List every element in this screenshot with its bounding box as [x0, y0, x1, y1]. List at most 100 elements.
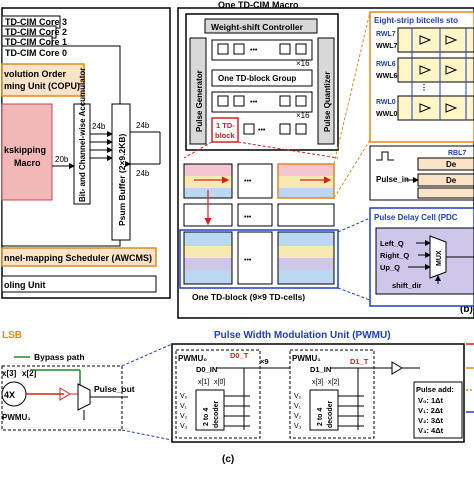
mux-in-up: Up_Q — [380, 263, 400, 272]
cell-border — [183, 231, 233, 285]
pulse-generator-label: Pulse Generator — [195, 70, 204, 132]
bitcell-title: Eight-strip bitcells sto — [374, 16, 458, 25]
stripe — [278, 188, 334, 198]
scheduler-label: nnel-mapping Scheduler (AWCMS) — [4, 253, 152, 263]
cell-r3c2 — [237, 231, 273, 285]
ellipsis-grid-1: ••• — [244, 178, 252, 185]
ellipsis-1: ••• — [250, 47, 258, 54]
one-td-block-line-2: block — [215, 131, 235, 140]
x2b-label: x[2] — [328, 379, 339, 386]
bitcell-dots: ⋮ — [420, 83, 428, 92]
weight-shift-label: Weight-shift Controller — [211, 22, 304, 32]
inverter-icon — [445, 103, 458, 113]
v1-left: V₁ — [180, 403, 188, 410]
wwl0-label: WWL0 — [376, 111, 397, 118]
td-block-mini-8 — [295, 95, 307, 107]
pwmu1b-label: PWMU₁ — [292, 354, 321, 363]
panel-b-label: (b) — [460, 304, 473, 315]
bus-24b-label-2: 24b — [136, 121, 150, 130]
core-0-label: TD-CIM Core 0 — [5, 48, 67, 58]
zoom-line-right — [237, 141, 339, 159]
v1-right: V₁ — [294, 403, 302, 410]
ellipsis-grid-2: ••• — [244, 214, 252, 221]
bus-24b-label-1: 24b — [92, 122, 106, 131]
scheduler-box — [1, 247, 157, 267]
copu-line-2: ming Unit (COPU) — [4, 81, 80, 91]
wwl6-label: WWL6 — [376, 73, 397, 80]
x0-label: x[0] — [214, 379, 225, 386]
pwmu1-frame — [289, 349, 375, 439]
pulse-out-label: Pulse_out — [94, 384, 135, 394]
td-block-mini-11 — [295, 123, 307, 135]
stripe — [278, 258, 334, 270]
pulse-waveform-icon — [376, 151, 394, 161]
decoder-left-line-1: 2 to 4 — [203, 408, 210, 426]
bus-24b-label-3: 24b — [136, 169, 150, 178]
pulse-in-label: Pulse_in — [376, 175, 409, 184]
zoom-pdc-top — [337, 217, 371, 233]
accumulator-box — [73, 103, 91, 205]
bitcell-row-7 — [397, 27, 474, 53]
ellipsis-3: ••• — [258, 127, 266, 134]
skipping-macro-box — [1, 103, 53, 201]
macro-title: One TD-CIM Macro — [218, 0, 299, 10]
panel-a: TD-CIM Core 3 TD-CIM Core 2 TD-CIM Core … — [1, 7, 171, 299]
rwl7-label: RWL7 — [376, 31, 396, 38]
td-block-group-label: One TD-block Group — [218, 74, 296, 83]
panel-b-frame — [177, 7, 474, 319]
decoder-right-line-2: decoder — [327, 400, 334, 428]
psum-buffer-box — [111, 103, 131, 241]
mux4-label: 4X — [4, 390, 15, 400]
psum-buffer-label: Psum Buffer (2×9.2KB) — [117, 133, 127, 226]
v2-right: V₂ — [294, 413, 302, 420]
x2-label: x[2] — [22, 369, 37, 378]
core-1-label: TD-CIM Core 1 — [5, 37, 67, 47]
mux-shape — [429, 235, 447, 279]
decoder-right-line-1: 2 to 4 — [317, 408, 324, 426]
td-block-mini-9 — [243, 123, 255, 135]
td-block-mini-10 — [279, 123, 291, 135]
delay-label-2: De — [446, 176, 457, 185]
v0-left: V₀ — [180, 393, 188, 400]
pwmu-title: Pulse Width Modulation Unit (PWMU) — [214, 330, 391, 341]
panel-c-label: (c) — [222, 454, 234, 465]
skipping-macro-line-1: kskipping — [4, 145, 46, 155]
zoom-pwmu-bottom — [121, 429, 173, 441]
pulse-add-title: Pulse add: — [416, 385, 454, 394]
rwl0-label: RWL0 — [376, 99, 396, 106]
bus-20b-label: 20b — [55, 155, 69, 164]
pulse-add-box — [413, 381, 463, 439]
output-buffer-icon — [391, 361, 403, 375]
delay-label-1: De — [446, 160, 457, 169]
cell-border-highlight — [277, 163, 335, 199]
x16-label-2: ×16 — [296, 111, 310, 120]
d1-t-label: D1_T — [350, 357, 369, 366]
lsb-label: LSB — [2, 330, 22, 341]
x16-label-1: ×16 — [296, 59, 310, 68]
td-block-mini-5 — [217, 95, 229, 107]
v3-left: V₃ — [180, 423, 188, 430]
cell-r1c2 — [237, 163, 273, 199]
inverter-icon — [419, 65, 432, 75]
zoom-pdc-bottom — [337, 287, 371, 301]
copu-box — [1, 63, 85, 97]
td-block-mini-7 — [279, 95, 291, 107]
zoom-bitcell-top — [333, 11, 371, 165]
td-block-group-box — [211, 69, 313, 87]
pulse-quantizer-label: Pulse Quantizer — [323, 72, 332, 132]
zoom-bitcell-bottom — [333, 139, 371, 199]
d0-in-label: D0_IN — [196, 365, 217, 374]
skipping-macro-line-2: Macro — [14, 158, 41, 168]
decoder-right — [309, 389, 339, 431]
td-block-mini-1 — [217, 43, 229, 55]
x3-label: x[3] — [2, 369, 17, 378]
pwmu-mini-frame — [1, 365, 123, 431]
pulse-add-v2: V₂: 3Δt — [418, 416, 443, 425]
cell-border — [277, 231, 335, 285]
bitcell-row-0 — [397, 95, 474, 121]
mux-in-right: Right_Q — [380, 251, 409, 260]
pwmu0-label: PWMU₀ — [178, 354, 207, 363]
td-block-mini-6 — [233, 95, 245, 107]
delay-box-3 — [417, 187, 474, 199]
